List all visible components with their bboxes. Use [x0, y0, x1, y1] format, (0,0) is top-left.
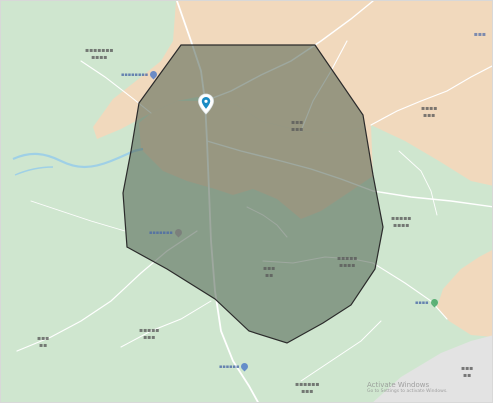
activate-windows-watermark: Activate Windows Go to Settings to activ… [367, 381, 448, 395]
map-marker-icon [148, 69, 159, 80]
river [12, 147, 144, 169]
urban-area-southeast [437, 250, 492, 337]
place-label: ▪▪▪▪▪▪▪▪▪ [391, 215, 412, 229]
place-label: ▪▪▪▪▪ [37, 335, 50, 349]
gray-area-southeast [373, 335, 492, 402]
place-label: ▪▪▪▪▪ [461, 365, 474, 379]
map-marker-icon [173, 227, 184, 238]
place-label: ▪▪▪▪▪▪▪▪ [139, 327, 160, 341]
place-label: ▪▪▪▪▪▪▪▪▪ [295, 381, 320, 395]
place-label: ▪▪▪▪▪▪▪▪▪▪▪ [85, 47, 114, 61]
map-marker-icon [429, 297, 440, 308]
poi-marker[interactable]: ▪▪▪▪▪▪▪ [149, 227, 184, 238]
poi-marker[interactable]: ▪▪▪▪▪▪▪▪ [121, 69, 159, 80]
river-branch [14, 166, 54, 176]
watermark-title: Activate Windows [367, 381, 430, 389]
map-pin-icon[interactable] [197, 93, 215, 115]
place-label: ▪▪▪▪▪▪ [291, 119, 304, 133]
poi-marker[interactable]: ▪▪▪▪▪▪ [219, 361, 250, 372]
place-label: ▪▪▪▪▪ [263, 265, 276, 279]
poi-marker[interactable]: ▪▪▪▪ [415, 297, 440, 308]
region-overlay[interactable] [122, 44, 384, 344]
corner-label: ▪▪▪ [473, 31, 486, 38]
watermark-subtitle: Go to Settings to activate Windows. [367, 389, 448, 394]
place-label: ▪▪▪▪▪▪▪▪▪ [337, 255, 358, 269]
map-marker-icon [239, 361, 250, 372]
place-label: ▪▪▪▪▪▪▪ [421, 105, 438, 119]
